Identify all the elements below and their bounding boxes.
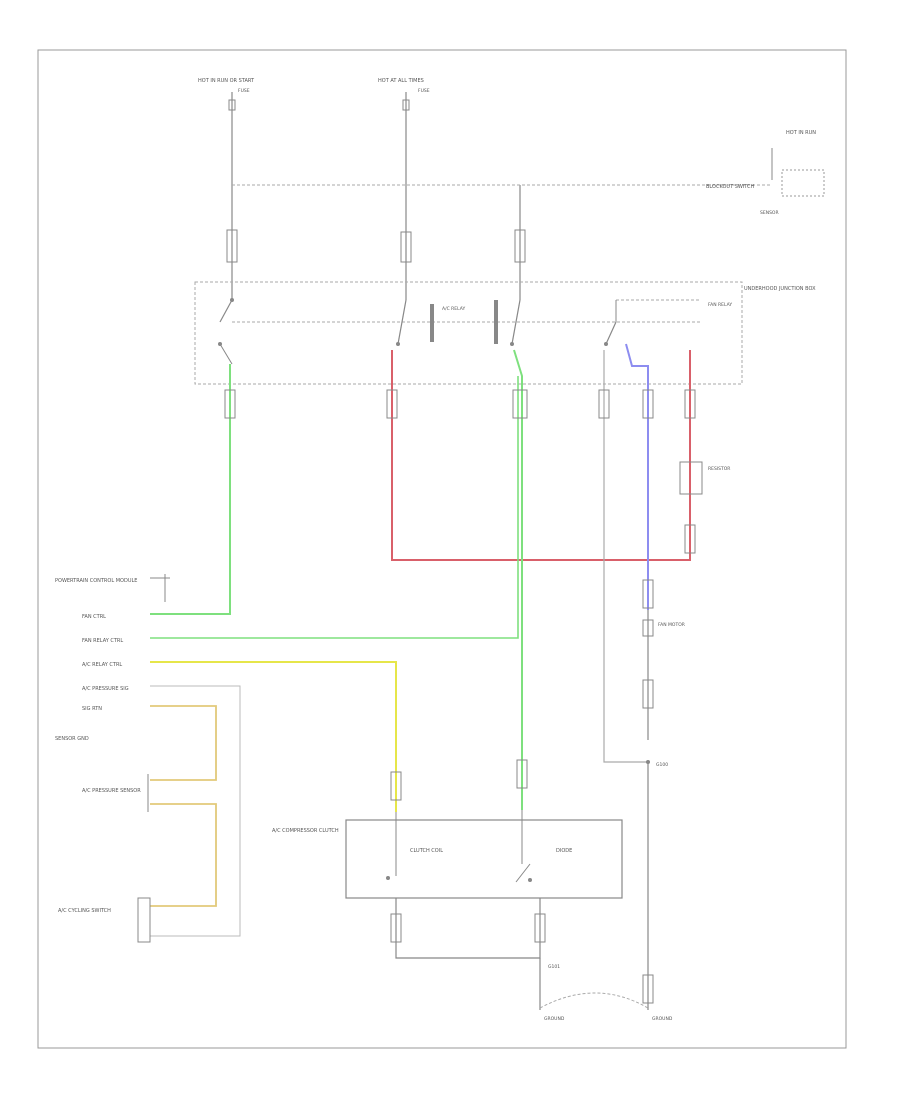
wire-red (391, 350, 691, 561)
ground-arc (539, 992, 649, 1009)
relay-fan-contact: FAN RELAY (604, 299, 732, 346)
blockout-switch: HOT IN RUN BLOCKOUT SWITCH SENSOR (706, 130, 825, 216)
wire-yellow-a (150, 661, 397, 812)
compressor-left-label: CLUTCH COIL (410, 848, 443, 854)
compressor-right-label: DIODE (556, 848, 572, 854)
sensor-2-label: A/C CYCLING SWITCH (58, 908, 111, 914)
wire-gray-sig (150, 685, 241, 937)
relay-left-label: A/C RELAY (442, 306, 465, 312)
sensor-1-label: A/C PRESSURE SENSOR (82, 788, 141, 794)
connector-green-left-icon (224, 389, 236, 419)
resistor: RESISTOR (679, 461, 730, 495)
connector-red-low-icon (684, 524, 696, 554)
top-right-header: HOT IN RUN (786, 130, 816, 136)
feed-right (514, 185, 526, 300)
sensor-2: A/C CYCLING SWITCH (58, 897, 151, 943)
wire-green-pcm (150, 376, 519, 639)
fan-motor-label: FAN MOTOR (658, 622, 685, 628)
ground-right-label: GROUND (652, 1016, 673, 1022)
connector-red-left-icon (386, 389, 398, 419)
relay-box-desc: UNDERHOOD JUNCTION BOX (744, 286, 816, 292)
fuse-left-icon (228, 99, 236, 111)
pcm-header: POWERTRAIN CONTROL MODULE (55, 578, 137, 584)
connector-blue-icon (642, 389, 654, 419)
ground-mid-label: G100 (656, 762, 668, 768)
wire-tan-b (150, 803, 217, 907)
relay-left-contact (218, 298, 234, 365)
sensor-1: A/C PRESSURE SENSOR (82, 774, 149, 812)
pin-6-label: SENSOR GND (55, 736, 89, 742)
wire-gray-right (603, 350, 650, 763)
relay-right-contact (494, 299, 521, 346)
fuse-left-label: HOT IN RUN OR START (198, 78, 255, 84)
relay-mid-contact: A/C RELAY (396, 299, 465, 346)
ground-left-label: GROUND (544, 1016, 565, 1022)
svg-text:SENSOR: SENSOR (760, 210, 779, 216)
resistor-label: RESISTOR (708, 466, 730, 472)
fuse-left-desc: FUSE (238, 88, 250, 94)
wire-green-right (513, 349, 523, 810)
connector-left-top-icon (226, 229, 238, 263)
wire-blue (625, 343, 649, 610)
pin-1-label: FAN CTRL (82, 614, 106, 620)
diagram-frame (37, 49, 847, 1049)
connector-red-right-icon (684, 389, 696, 419)
pin-4-label: A/C PRESSURE SIG (82, 686, 129, 692)
wire-ground-compressor (395, 898, 541, 959)
fuse-feed-mid: HOT AT ALL TIMES FUSE (378, 78, 430, 300)
pin-2-label: FAN RELAY CTRL (82, 638, 123, 644)
ground-bottom-label: G101 (548, 964, 560, 970)
pin-5-label: SIG RTN (82, 706, 102, 712)
connector-green-right-icon (512, 389, 528, 419)
fuse-feed-left: HOT IN RUN OR START FUSE (198, 78, 255, 300)
connector-blue-low-icon (642, 579, 654, 609)
wire-tan-a (150, 705, 217, 781)
pcm-connector: POWERTRAIN CONTROL MODULE FAN CTRL FAN R… (55, 574, 170, 742)
fuse-mid-icon (402, 99, 410, 111)
connector-gray-right-icon (598, 389, 610, 419)
connector-yellow-icon (390, 771, 402, 801)
relay-right-label: FAN RELAY (708, 302, 732, 308)
connector-green-low-icon (516, 759, 528, 789)
top-right-box-label: BLOCKOUT SWITCH (706, 184, 755, 190)
pin-3-label: A/C RELAY CTRL (82, 662, 122, 668)
connector-mid-top-icon (400, 231, 412, 263)
connector-right-top-icon (514, 229, 526, 263)
fuse-mid-label: HOT AT ALL TIMES (378, 78, 424, 84)
wire-green-left (150, 364, 231, 615)
fan-motor: FAN MOTOR G100 (642, 610, 685, 1010)
relay-box (194, 281, 743, 385)
compressor-box-label: A/C COMPRESSOR CLUTCH (272, 828, 339, 834)
fuse-mid-desc: FUSE (418, 88, 430, 94)
compressor-clutch: A/C COMPRESSOR CLUTCH CLUTCH COIL DIODE (272, 810, 623, 899)
